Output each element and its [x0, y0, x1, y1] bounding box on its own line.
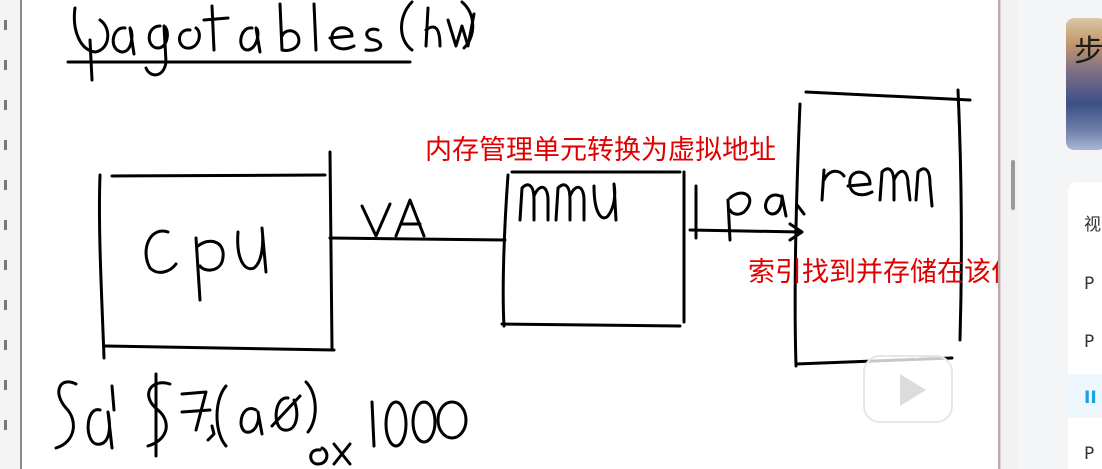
thumbnail-glyph: 步: [1074, 34, 1102, 69]
edge-tick: [4, 140, 7, 150]
canvas-left-border: [20, 0, 22, 469]
va-arrow: [328, 236, 507, 242]
panel-title: 视: [1084, 215, 1101, 235]
va-label: [360, 198, 426, 238]
edge-tick: [4, 180, 7, 190]
cpu-label: [144, 226, 268, 302]
play-icon: [863, 343, 953, 423]
edge-tick: [4, 420, 7, 430]
right-sidebar: 步 视 P P II P: [1018, 0, 1102, 469]
canvas-right-border: [998, 0, 1000, 469]
edge-tick: [4, 60, 7, 70]
mem-label: [820, 167, 934, 208]
edge-tick: [4, 300, 7, 310]
edge-tick: [4, 100, 7, 110]
mem-box: [793, 88, 972, 368]
edge-tick: [4, 20, 7, 30]
episode-item[interactable]: P: [1084, 332, 1095, 352]
drawing-canvas[interactable]: 内存管理单元转换为虚拟地址 索引找到并存储在该位置: [22, 0, 1045, 469]
pa-arrowhead: [788, 222, 804, 242]
edge-tick: [4, 220, 7, 230]
pa-label: [726, 191, 806, 242]
pa-arrow: [688, 228, 802, 234]
edge-tick: [4, 340, 7, 350]
mmu-box: [500, 170, 686, 328]
active-row-highlight: [1068, 374, 1102, 418]
left-edge-strip: [0, 0, 22, 469]
edge-tick: [4, 260, 7, 270]
scrollbar-thumb[interactable]: [1011, 160, 1015, 210]
mmu-annotation: 内存管理单元转换为虚拟地址: [425, 135, 776, 166]
handwritten-diagram: [54, 0, 972, 466]
edge-tick: [4, 380, 7, 390]
mem-annotation: 索引找到并存储在该位置: [748, 257, 1045, 288]
instruction-writing: [54, 372, 317, 458]
mmu-label: [518, 182, 618, 222]
play-button[interactable]: [860, 340, 956, 426]
episode-item[interactable]: P: [1084, 274, 1095, 294]
handwritten-title: [66, 0, 476, 82]
address-writing: [309, 400, 468, 466]
episode-panel: 视 P P II P: [1068, 182, 1102, 469]
episode-item-active[interactable]: II: [1084, 388, 1097, 408]
video-thumbnail[interactable]: 步: [1066, 18, 1102, 150]
episode-item[interactable]: P: [1084, 444, 1095, 464]
cpu-box: [97, 150, 336, 360]
scrollbar-track[interactable]: [1000, 0, 1019, 469]
